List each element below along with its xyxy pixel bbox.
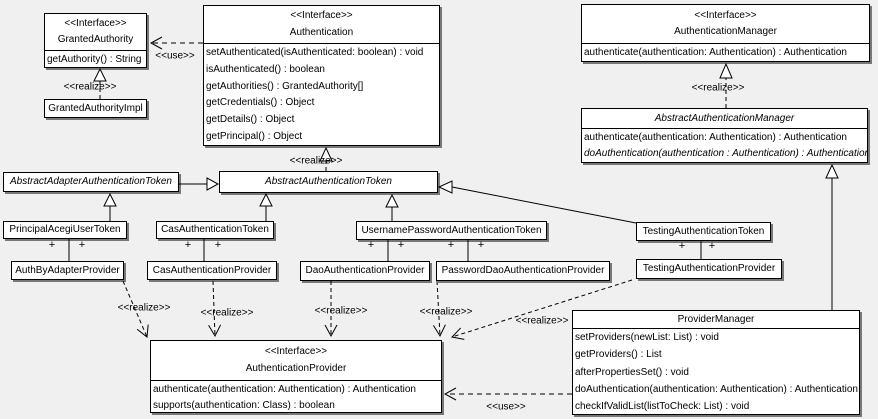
class-name: GrantedAuthority bbox=[57, 34, 134, 45]
class-authentication: <<Interface>> Authentication setAuthenti… bbox=[203, 5, 440, 146]
class-name: AbstractAdapterAuthenticationToken bbox=[10, 176, 172, 187]
association-end-plus: + bbox=[447, 239, 455, 251]
association-end-plus: + bbox=[78, 239, 86, 251]
class-name: AuthenticationManager bbox=[674, 26, 777, 38]
association-end-plus: + bbox=[708, 240, 716, 252]
class-name: Authentication bbox=[289, 26, 354, 38]
realize-label: <<realize>> bbox=[289, 155, 343, 167]
class-name: TestingAuthenticationToken bbox=[642, 225, 765, 237]
class-cas-authentication-provider: CasAuthenticationProvider bbox=[147, 261, 277, 280]
class-name: CasAuthenticationProvider bbox=[152, 264, 272, 276]
class-name: CasAuthenticationToken bbox=[161, 224, 269, 235]
class-name: AuthByAdapterProvider bbox=[15, 264, 120, 276]
class-authentication-provider: <<Interface>> AuthenticationProvider aut… bbox=[150, 340, 442, 413]
association-end-plus: + bbox=[477, 239, 485, 251]
stereotype-label: <<Interface>> bbox=[64, 18, 127, 29]
use-label: <<use>> bbox=[155, 50, 195, 62]
realize-casauthenticationprovider bbox=[208, 280, 222, 338]
class-name: PasswordDaoAuthenticationProvider bbox=[441, 265, 605, 276]
method-label: supports(authentication: Class) : boolea… bbox=[153, 399, 335, 411]
association-end-plus: + bbox=[397, 239, 405, 251]
class-name: ProviderManager bbox=[677, 313, 755, 325]
association-end-plus: + bbox=[678, 240, 686, 252]
realize-label: <<realize>> bbox=[515, 315, 569, 327]
method-label: getPrincipal() : Object bbox=[206, 131, 303, 143]
class-name: TestingAuthenticationProvider bbox=[642, 263, 776, 274]
class-testing-authentication-provider: TestingAuthenticationProvider bbox=[636, 259, 782, 279]
stereotype-label: <<Interface>> bbox=[694, 9, 757, 21]
method-label: afterPropertiesSet() : void bbox=[575, 366, 689, 378]
class-username-password-authentication-token: UsernamePasswordAuthenticationToken bbox=[356, 221, 547, 240]
association-end-plus: + bbox=[214, 239, 222, 251]
class-principal-acegi-user-token: PrincipalAcegiUserToken bbox=[3, 221, 127, 239]
class-granted-authority-impl: GrantedAuthorityImpl bbox=[44, 99, 147, 118]
class-name: PrincipalAcegiUserToken bbox=[9, 224, 121, 235]
method-label: getDetails() : Object bbox=[206, 114, 295, 126]
stereotype-label: <<Interface>> bbox=[290, 10, 353, 22]
realize-label: <<realize>> bbox=[117, 302, 171, 314]
class-granted-authority: <<Interface>> GrantedAuthority getAuthor… bbox=[44, 13, 147, 68]
method-label: authenticate(authentication: Authenticat… bbox=[584, 47, 847, 58]
realize-label: <<realize>> bbox=[200, 307, 254, 319]
association-end-plus: + bbox=[184, 239, 192, 251]
method-label: authenticate(authentication: Authenticat… bbox=[584, 131, 847, 143]
realize-label: <<realize>> bbox=[419, 306, 473, 318]
class-name: DaoAuthenticationProvider bbox=[305, 265, 425, 276]
realize-label: <<realize>> bbox=[314, 305, 368, 317]
method-label: getProviders() : List bbox=[575, 349, 662, 361]
method-label: authenticate(authentication: Authenticat… bbox=[153, 383, 416, 395]
class-abstract-adapter-authentication-token: AbstractAdapterAuthenticationToken bbox=[3, 172, 179, 192]
class-name: UsernamePasswordAuthenticationToken bbox=[361, 224, 542, 236]
class-name: GrantedAuthorityImpl bbox=[48, 102, 143, 114]
class-name: AbstractAuthenticationToken bbox=[265, 176, 392, 187]
class-testing-authentication-token: TestingAuthenticationToken bbox=[636, 222, 771, 241]
method-label: getCredentials() : Object bbox=[206, 97, 315, 109]
class-auth-by-adapter-provider: AuthByAdapterProvider bbox=[11, 261, 124, 280]
realize-authbyadapterprovider bbox=[122, 280, 149, 338]
realize-label: <<realize>> bbox=[63, 81, 117, 93]
class-name: AuthenticationProvider bbox=[245, 363, 347, 374]
class-abstract-authentication-token: AbstractAuthenticationToken bbox=[219, 171, 438, 193]
class-authentication-manager: <<Interface>> AuthenticationManager auth… bbox=[581, 4, 870, 62]
method-label: doAuthentication(authentication : Authen… bbox=[584, 148, 867, 160]
class-cas-authentication-token: CasAuthenticationToken bbox=[156, 221, 274, 239]
method-label: setAuthenticated(isAuthenticated: boolea… bbox=[206, 46, 424, 58]
method-label: checkIfValidList(listToCheck: List) : vo… bbox=[575, 400, 750, 412]
class-abstract-authentication-manager: AbstractAuthenticationManager authentica… bbox=[581, 108, 868, 163]
method-label: getAuthority() : String bbox=[47, 53, 142, 65]
association-end-plus: + bbox=[48, 239, 56, 251]
stereotype-label: <<Interface>> bbox=[264, 346, 328, 357]
class-dao-authentication-provider: DaoAuthenticationProvider bbox=[300, 261, 430, 281]
gen-testingauthenticationtoken bbox=[451, 186, 637, 224]
class-name: AbstractAuthenticationManager bbox=[654, 112, 795, 124]
realize-testingauthenticationprovider bbox=[451, 279, 633, 340]
realize-label: <<realize>> bbox=[691, 82, 745, 94]
method-label: setProviders(newList: List) : void bbox=[575, 332, 719, 344]
class-provider-manager: ProviderManager setProviders(newList: Li… bbox=[572, 310, 860, 415]
method-label: isAuthenticated() : boolean bbox=[206, 63, 325, 75]
association-end-plus: + bbox=[367, 239, 375, 251]
method-label: doAuthentication(authentication: Authent… bbox=[575, 383, 858, 395]
class-password-dao-authentication-provider: PasswordDaoAuthenticationProvider bbox=[436, 261, 610, 281]
realize-passworddaoauthenticationprovider bbox=[432, 280, 446, 338]
method-label: getAuthorities() : GrantedAuthority[] bbox=[206, 80, 364, 92]
use-label: <<use>> bbox=[486, 401, 526, 413]
